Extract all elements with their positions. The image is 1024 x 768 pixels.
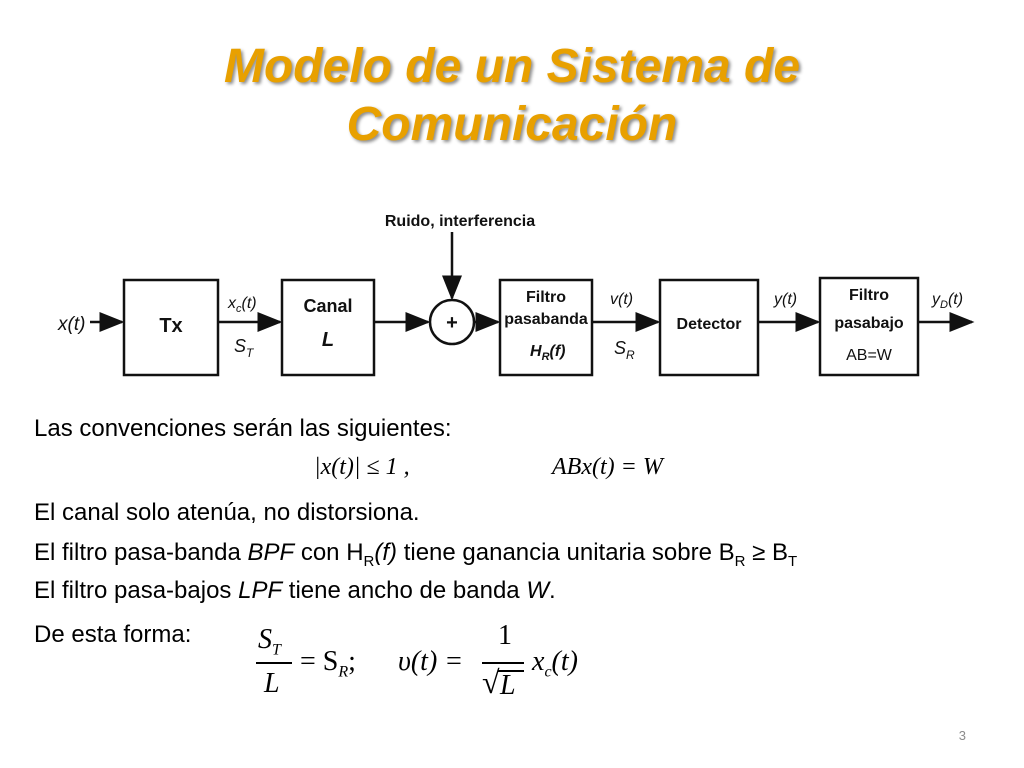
title-line-1: Modelo de un Sistema de — [223, 40, 801, 93]
summer-plus: + — [446, 312, 458, 334]
canal-statement: El canal solo atenúa, no distorsiona. — [34, 499, 420, 526]
lpf-line2: pasabajo — [834, 315, 904, 332]
eq-st: ST — [258, 624, 281, 659]
input-label: x(t) — [57, 314, 85, 335]
detector-label: Detector — [677, 316, 742, 333]
bpf-line1: Filtro — [526, 289, 566, 306]
yd-label: yD(t) — [931, 291, 963, 311]
bpf-line2: pasabanda — [504, 311, 588, 328]
detector-block — [658, 278, 760, 377]
xc-label: xc(t) — [227, 295, 257, 315]
title-line-2: Comunicación — [346, 98, 678, 151]
eq-equals-sr: = SR; — [300, 646, 356, 681]
convention-amplitude: |x(t)| ≤ 1 , — [314, 454, 410, 480]
tx-label: Tx — [159, 315, 182, 337]
slide-title: Modelo de un Sistema de Comunicación — [0, 38, 1024, 154]
tx-block — [122, 278, 220, 377]
intro-text: Las convenciones serán las siguientes: — [34, 415, 452, 442]
canal-label: Canal — [303, 296, 352, 316]
page-number: 3 — [958, 728, 966, 743]
convention-bandwidth: ABx(t) = W — [552, 454, 663, 480]
eq-one: 1 — [498, 620, 512, 651]
eq-sqrt-bar — [498, 670, 524, 672]
lpf-line1: Filtro — [849, 287, 889, 304]
eq-v: υ(t) = — [398, 646, 464, 677]
sr-label: SR — [614, 338, 635, 362]
bpf-block — [498, 278, 594, 377]
eq-frac-bar-1 — [256, 662, 292, 664]
noise-label: Ruido, interferencia — [385, 213, 535, 230]
eq-sqrt-l: L — [500, 670, 516, 701]
eq-den-l: L — [264, 668, 280, 699]
lpf-statement: El filtro pasa-bajos LPF tiene ancho de … — [34, 577, 556, 604]
eq-xc: xc(t) — [532, 646, 578, 681]
st-label: ST — [234, 336, 255, 360]
v-label: v(t) — [610, 291, 633, 308]
bpf-line3: HR(f) — [530, 343, 566, 363]
lpf-line3: AB=W — [846, 347, 893, 364]
canal-l-label: L — [322, 329, 334, 351]
canal-block — [280, 278, 376, 377]
lpf-block — [818, 276, 920, 377]
eq-sqrt: √ — [482, 664, 500, 700]
block-diagram: Ruido, interferencia x(t) Tx xc(t) ST Ca… — [57, 213, 975, 377]
y-label: y(t) — [773, 291, 797, 308]
eq-frac-bar-2 — [482, 662, 524, 664]
bpf-statement: El filtro pasa-banda BPF con HR(f) tiene… — [34, 539, 798, 570]
esta-forma-label: De esta forma: — [34, 621, 192, 648]
